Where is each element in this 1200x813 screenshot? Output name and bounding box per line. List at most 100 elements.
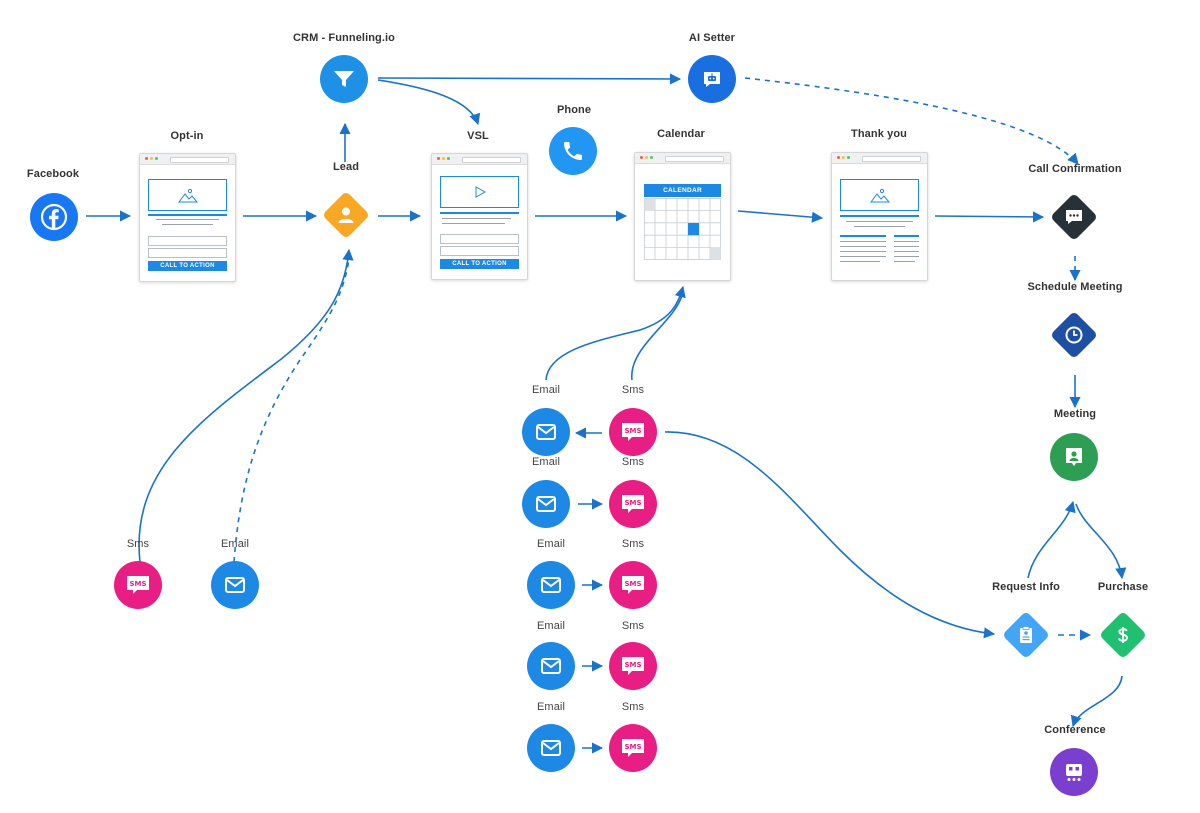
sms-icon: SMS <box>622 657 644 675</box>
chat-bubble-icon <box>1066 210 1082 224</box>
thank-you-page[interactable] <box>831 152 928 281</box>
label-sms-row5: Sms <box>621 701 645 713</box>
label-thank-you: Thank you <box>851 128 907 140</box>
image-placeholder-icon <box>148 179 227 211</box>
sms-node-row1[interactable]: SMS <box>609 408 657 456</box>
lead-node[interactable] <box>321 190 371 240</box>
video-play-icon <box>440 176 519 208</box>
label-sms-left: Sms <box>126 538 150 550</box>
svg-text:SMS: SMS <box>624 661 641 669</box>
label-conference: Conference <box>1044 724 1106 736</box>
svg-text:SMS: SMS <box>129 580 146 588</box>
envelope-icon <box>541 577 561 593</box>
envelope-icon <box>225 577 245 593</box>
label-calendar: Calendar <box>657 128 705 140</box>
label-sms-row4: Sms <box>621 620 645 632</box>
calendar-grid <box>644 198 721 260</box>
sms-icon: SMS <box>622 739 644 757</box>
edge-purchase-meeting <box>1075 503 1127 580</box>
meeting-node[interactable] <box>1050 433 1098 481</box>
svg-text:SMS: SMS <box>624 743 641 751</box>
sms-node-row2[interactable]: SMS <box>609 480 657 528</box>
facebook-node[interactable] <box>30 193 78 241</box>
schedule-meeting-node[interactable] <box>1049 310 1099 360</box>
envelope-icon <box>541 740 561 756</box>
edge-aisetter-callconf <box>744 77 1079 165</box>
email-node-row4[interactable] <box>527 642 575 690</box>
image-placeholder-icon <box>840 179 919 211</box>
optin-cta-button[interactable]: CALL TO ACTION <box>148 261 227 271</box>
label-email-row1: Email <box>531 384 561 396</box>
edge-requestinfo-meeting <box>1027 500 1076 579</box>
sms-icon: SMS <box>622 495 644 513</box>
request-info-node[interactable] <box>1001 610 1051 660</box>
svg-text:SMS: SMS <box>624 499 641 507</box>
conference-node[interactable] <box>1050 748 1098 796</box>
label-meeting: Meeting <box>1053 408 1097 420</box>
clock-icon <box>1065 326 1083 344</box>
edge-crm-aisetter <box>377 73 682 85</box>
edge-sms-calendar <box>631 289 684 381</box>
conference-icon <box>1066 764 1082 781</box>
call-confirmation-node[interactable] <box>1049 192 1099 242</box>
email-node-left[interactable] <box>211 561 259 609</box>
vsl-cta-button[interactable]: CALL TO ACTION <box>440 259 519 269</box>
sms-node-left[interactable]: SMS <box>114 561 162 609</box>
edge-calendar-thankyou <box>737 210 824 223</box>
optin-page[interactable]: CALL TO ACTION <box>139 153 236 282</box>
phone-icon <box>564 142 582 160</box>
form-document-icon <box>1020 626 1032 643</box>
email-node-row2[interactable] <box>522 480 570 528</box>
sms-node-row5[interactable]: SMS <box>609 724 657 772</box>
edge-email-lead <box>233 251 351 563</box>
label-schedule-meeting: Schedule Meeting <box>1027 281 1123 293</box>
edge-sms-lead <box>138 248 354 563</box>
label-crm: CRM - Funneling.io <box>292 32 396 44</box>
sms-icon: SMS <box>622 576 644 594</box>
edge-sms1-requestinfo <box>664 431 996 639</box>
ai-setter-node[interactable] <box>688 55 736 103</box>
edge-email-calendar <box>545 285 686 381</box>
label-email-row5: Email <box>536 701 566 713</box>
label-email-row2: Email <box>531 456 561 468</box>
label-email-row3: Email <box>536 538 566 550</box>
person-icon <box>338 207 354 223</box>
sms-icon: SMS <box>622 423 644 441</box>
robot-chat-icon <box>704 72 720 87</box>
label-request-info: Request Info <box>992 581 1060 593</box>
calendar-page[interactable]: CALENDAR <box>634 152 731 281</box>
dollar-icon <box>1118 627 1129 643</box>
label-phone: Phone <box>556 104 592 116</box>
svg-text:SMS: SMS <box>624 580 641 588</box>
email-node-row3[interactable] <box>527 561 575 609</box>
label-sms-row3: Sms <box>621 538 645 550</box>
label-lead: Lead <box>332 161 360 173</box>
edge-thankyou-callconf <box>934 211 1045 223</box>
sms-icon: SMS <box>127 576 149 594</box>
calendar-header: CALENDAR <box>644 184 721 197</box>
email-node-row1[interactable] <box>522 408 570 456</box>
label-sms-row2: Sms <box>621 456 645 468</box>
label-call-confirmation: Call Confirmation <box>1028 163 1122 175</box>
label-facebook: Facebook <box>26 168 80 180</box>
crm-node[interactable] <box>320 55 368 103</box>
label-ai-setter: AI Setter <box>688 32 736 44</box>
funnel-icon <box>334 71 354 87</box>
email-node-row5[interactable] <box>527 724 575 772</box>
sms-node-row3[interactable]: SMS <box>609 561 657 609</box>
envelope-icon <box>536 496 556 512</box>
edge-crm-vsl <box>377 79 481 126</box>
vsl-page[interactable]: CALL TO ACTION <box>431 153 528 280</box>
label-purchase: Purchase <box>1097 581 1149 593</box>
label-email-row4: Email <box>536 620 566 632</box>
edge-purchase-conference <box>1070 675 1123 728</box>
purchase-node[interactable] <box>1098 610 1148 660</box>
envelope-icon <box>536 424 556 440</box>
envelope-icon <box>541 658 561 674</box>
svg-text:SMS: SMS <box>624 427 641 435</box>
facebook-icon <box>40 203 68 231</box>
sms-node-row4[interactable]: SMS <box>609 642 657 690</box>
phone-node[interactable] <box>549 127 597 175</box>
meeting-presenter-icon <box>1066 448 1082 466</box>
